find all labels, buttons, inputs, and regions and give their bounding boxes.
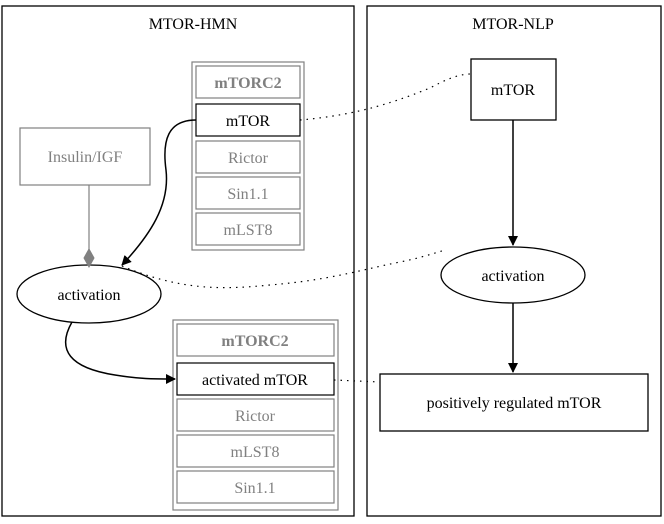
complex-mtorc2-top: mTORC2 mTOR Rictor Sin1.1 mLST8 (191, 61, 305, 251)
node-mtor-right-label: mTOR (491, 82, 535, 99)
complex-row-mlst8[interactable] (195, 212, 301, 246)
complex-row-label: mLST8 (231, 444, 280, 461)
complex-row-label: Sin1.1 (234, 480, 275, 497)
complex-row-label: Rictor (235, 408, 276, 425)
panel-title-mtor-hmn: MTOR-HMN (149, 16, 238, 33)
complex-row-label: Rictor (228, 150, 269, 167)
complex-mtorc2-bottom: mTORC2 activated mTOR Rictor mLST8 Sin1.… (172, 319, 339, 511)
panel-title-mtor-nlp: MTOR-NLP (472, 16, 554, 33)
complex-row-activated-mtor[interactable] (176, 362, 335, 396)
complex-row-label: mLST8 (224, 222, 273, 239)
complex-header: mTORC2 (221, 333, 288, 350)
complex-row-label: mTOR (226, 113, 270, 130)
node-insulin-igf-label: Insulin/IGF (48, 149, 123, 166)
complex-row-rictor[interactable] (195, 140, 301, 174)
panel-mtor-hmn (1, 5, 355, 517)
edge-mtor-to-activation (121, 119, 197, 266)
node-positively-regulated-mtor-label: positively regulated mTOR (427, 395, 602, 412)
node-activation-left-label: activation (57, 287, 120, 304)
diamond-head (83, 247, 95, 269)
complex-row-sin1[interactable] (195, 176, 301, 210)
complex-row-label: Sin1.1 (227, 186, 268, 203)
mapping-mtor (299, 73, 472, 121)
edge-activation-to-activated-mtor (64, 321, 176, 384)
complex-header-box (176, 323, 335, 357)
complex-header: mTORC2 (214, 75, 281, 92)
complex-row-label: activated mTOR (202, 372, 308, 389)
node-insulin-igf[interactable] (19, 127, 151, 186)
node-activation-right-label: activation (481, 268, 544, 285)
complex-row-rictor[interactable] (176, 398, 335, 432)
mapping-activation (121, 249, 446, 289)
complex-header-box (195, 65, 301, 99)
mapping-activated-mtor (333, 379, 381, 383)
node-positively-regulated-mtor[interactable] (379, 373, 649, 432)
panel-mtor-nlp (366, 5, 662, 517)
complex-row-sin1[interactable] (176, 470, 335, 504)
complex-row-mlst8[interactable] (176, 434, 335, 468)
